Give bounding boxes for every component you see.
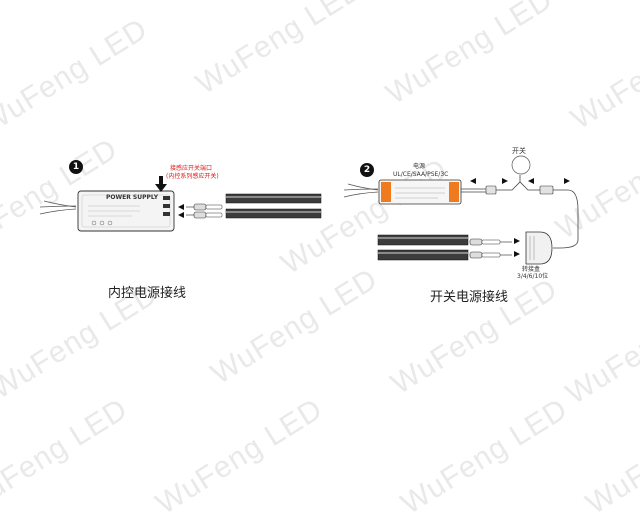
- connector: [539, 185, 554, 195]
- junction-hub: [525, 231, 553, 265]
- arrow-right-icon: [564, 178, 570, 184]
- sensor-port-arrow: [155, 176, 167, 192]
- connector: [485, 185, 497, 195]
- arrow-right-icon: [502, 178, 508, 184]
- arrow-left-icon: [178, 212, 184, 218]
- arrow-left-icon: [528, 178, 534, 184]
- switch-label: 开关: [512, 147, 526, 155]
- arrow-right-icon: [514, 251, 520, 257]
- panel-2-switch-control: [343, 155, 579, 265]
- caption-internal-control: 内控电源接线: [108, 286, 187, 301]
- connectors: [193, 203, 223, 219]
- sensor-note-line2: (内控系列感应开关): [166, 173, 219, 180]
- input-wires: [343, 183, 379, 198]
- panel-1-internal-control: [39, 176, 322, 232]
- wiring-diagram: [39, 155, 579, 265]
- hub-label-line2: 3/4/6/10位: [517, 273, 549, 280]
- bar-wires: [500, 241, 512, 256]
- led-bar: [225, 208, 322, 219]
- arrow-left-icon: [178, 204, 184, 210]
- sensor-note-line1: 接感应开关端口: [170, 165, 213, 172]
- output-wires: [186, 206, 194, 216]
- hub-label-line1: 转接盒: [522, 266, 541, 273]
- led-bar: [225, 193, 322, 204]
- driver-cert: UL/CE/SAA/PSE/3C: [393, 171, 449, 178]
- led-bar: [377, 234, 469, 246]
- switch-wires: [461, 175, 579, 249]
- input-wires: [39, 200, 77, 215]
- step-badge-1: 1: [69, 160, 83, 174]
- step-badge-2: 2: [360, 163, 374, 177]
- driver-label: POWER SUPPLY: [106, 194, 159, 201]
- arrow-left-icon: [470, 178, 476, 184]
- power-supply-driver: [77, 190, 175, 232]
- arrow-right-icon: [514, 238, 520, 244]
- caption-switch-control: 开关电源接线: [430, 290, 509, 305]
- switch-icon: [511, 155, 531, 175]
- led-bar: [377, 249, 469, 261]
- switch-power-driver: [378, 179, 462, 205]
- connectors: [469, 238, 501, 259]
- driver-title: 电源: [413, 163, 426, 170]
